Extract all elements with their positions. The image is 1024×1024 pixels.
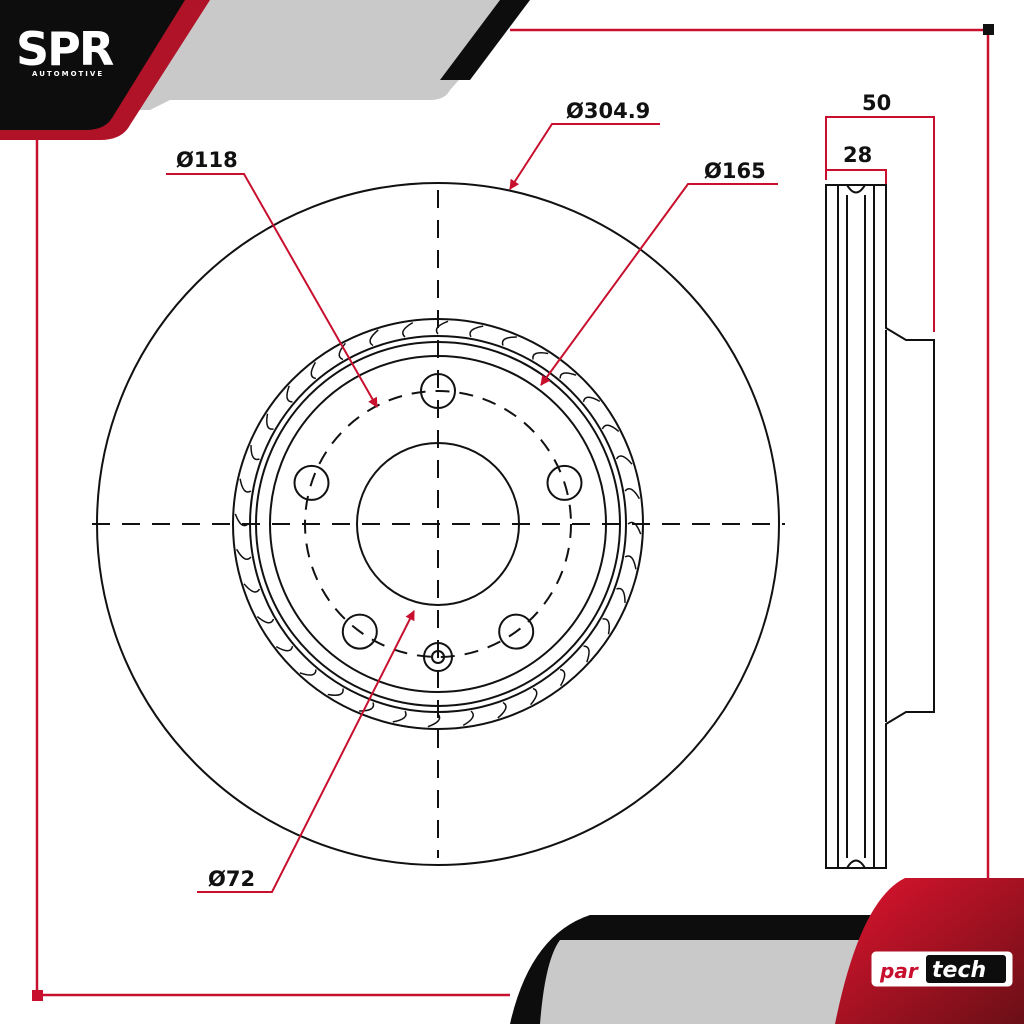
vent-mark xyxy=(582,396,601,403)
vent-mark xyxy=(250,445,260,461)
vent-mark xyxy=(235,548,252,560)
vent-mark xyxy=(392,710,407,723)
vent-mark xyxy=(616,587,626,603)
vent-mark xyxy=(602,618,610,635)
leader-overall-height xyxy=(825,116,935,332)
vent-mark xyxy=(532,352,549,360)
vent-mark xyxy=(266,413,274,430)
frame-corner xyxy=(983,24,994,35)
partner-suffix: tech xyxy=(932,958,986,983)
vent-mark xyxy=(256,616,275,624)
leader-bolt-circle xyxy=(166,173,378,408)
vent-mark xyxy=(299,669,317,676)
brand-logo: SPR AUTOMOTIVE xyxy=(16,22,116,78)
bolt-hole xyxy=(293,464,330,501)
brand-subtitle: AUTOMOTIVE xyxy=(32,70,104,78)
vent-mark xyxy=(327,688,344,696)
vent-mark xyxy=(601,424,620,432)
vent-mark xyxy=(583,645,590,663)
label-bolt-circle: Ø118 xyxy=(176,148,238,172)
leader-outer-diameter xyxy=(509,123,660,190)
label-center-bore: Ø72 xyxy=(208,867,255,891)
vent-mark xyxy=(402,321,414,338)
brand-name: SPR xyxy=(16,22,114,76)
vent-mark xyxy=(275,645,294,652)
bottom-banner xyxy=(510,878,1024,1024)
vent-mark xyxy=(243,583,261,593)
label-overall-height: 50 xyxy=(862,91,891,115)
frame-corner xyxy=(32,990,43,1001)
leader-hub-ring xyxy=(540,183,778,386)
leader-center-bore xyxy=(197,610,415,893)
vent-mark xyxy=(310,361,317,380)
vent-mark xyxy=(497,701,507,719)
bolt-hole xyxy=(546,464,583,501)
partner-prefix: par xyxy=(879,959,919,983)
vent-mark xyxy=(559,668,566,687)
vent-mark xyxy=(286,385,293,403)
disc-side-view xyxy=(825,184,935,869)
vent-mark xyxy=(239,478,252,493)
vent-mark xyxy=(624,488,641,500)
dimension-leaders xyxy=(166,116,935,893)
partner-logo: par tech xyxy=(871,951,1013,987)
vent-mark xyxy=(462,710,474,727)
vent-mark xyxy=(359,702,375,712)
label-outer-diameter: Ø304.9 xyxy=(566,99,650,123)
vent-mark xyxy=(530,687,538,706)
label-hub-ring: Ø165 xyxy=(704,159,766,183)
vent-mark xyxy=(369,329,379,347)
label-thickness: 28 xyxy=(843,143,872,167)
vent-mark xyxy=(469,325,484,338)
bolt-hole xyxy=(341,613,378,650)
vent-mark xyxy=(624,555,637,570)
vent-mark xyxy=(615,455,633,465)
leader-thickness xyxy=(826,169,887,184)
vent-mark xyxy=(501,336,517,346)
disc-front-view xyxy=(92,182,785,866)
vent-mark xyxy=(338,342,346,361)
top-banner xyxy=(0,0,530,140)
vent-mark xyxy=(559,372,577,379)
bolt-hole xyxy=(498,613,535,650)
frame xyxy=(35,28,990,997)
